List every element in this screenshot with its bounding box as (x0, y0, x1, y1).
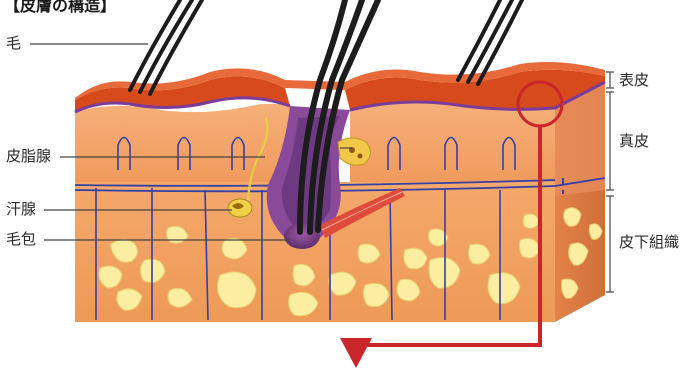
label-dermis: 真皮 (619, 132, 649, 150)
label-subcutaneous: 皮下組織 (619, 233, 679, 251)
label-sweat-gland: 汗腺 (6, 200, 36, 218)
label-follicle: 毛包 (6, 230, 36, 248)
sebaceous-gland (338, 138, 371, 165)
arrow-head (340, 338, 372, 368)
layer-brackets (606, 72, 614, 292)
label-epidermis: 表皮 (619, 71, 649, 89)
label-sebaceous-gland: 皮脂腺 (6, 147, 51, 165)
label-hair: 毛 (6, 34, 21, 52)
